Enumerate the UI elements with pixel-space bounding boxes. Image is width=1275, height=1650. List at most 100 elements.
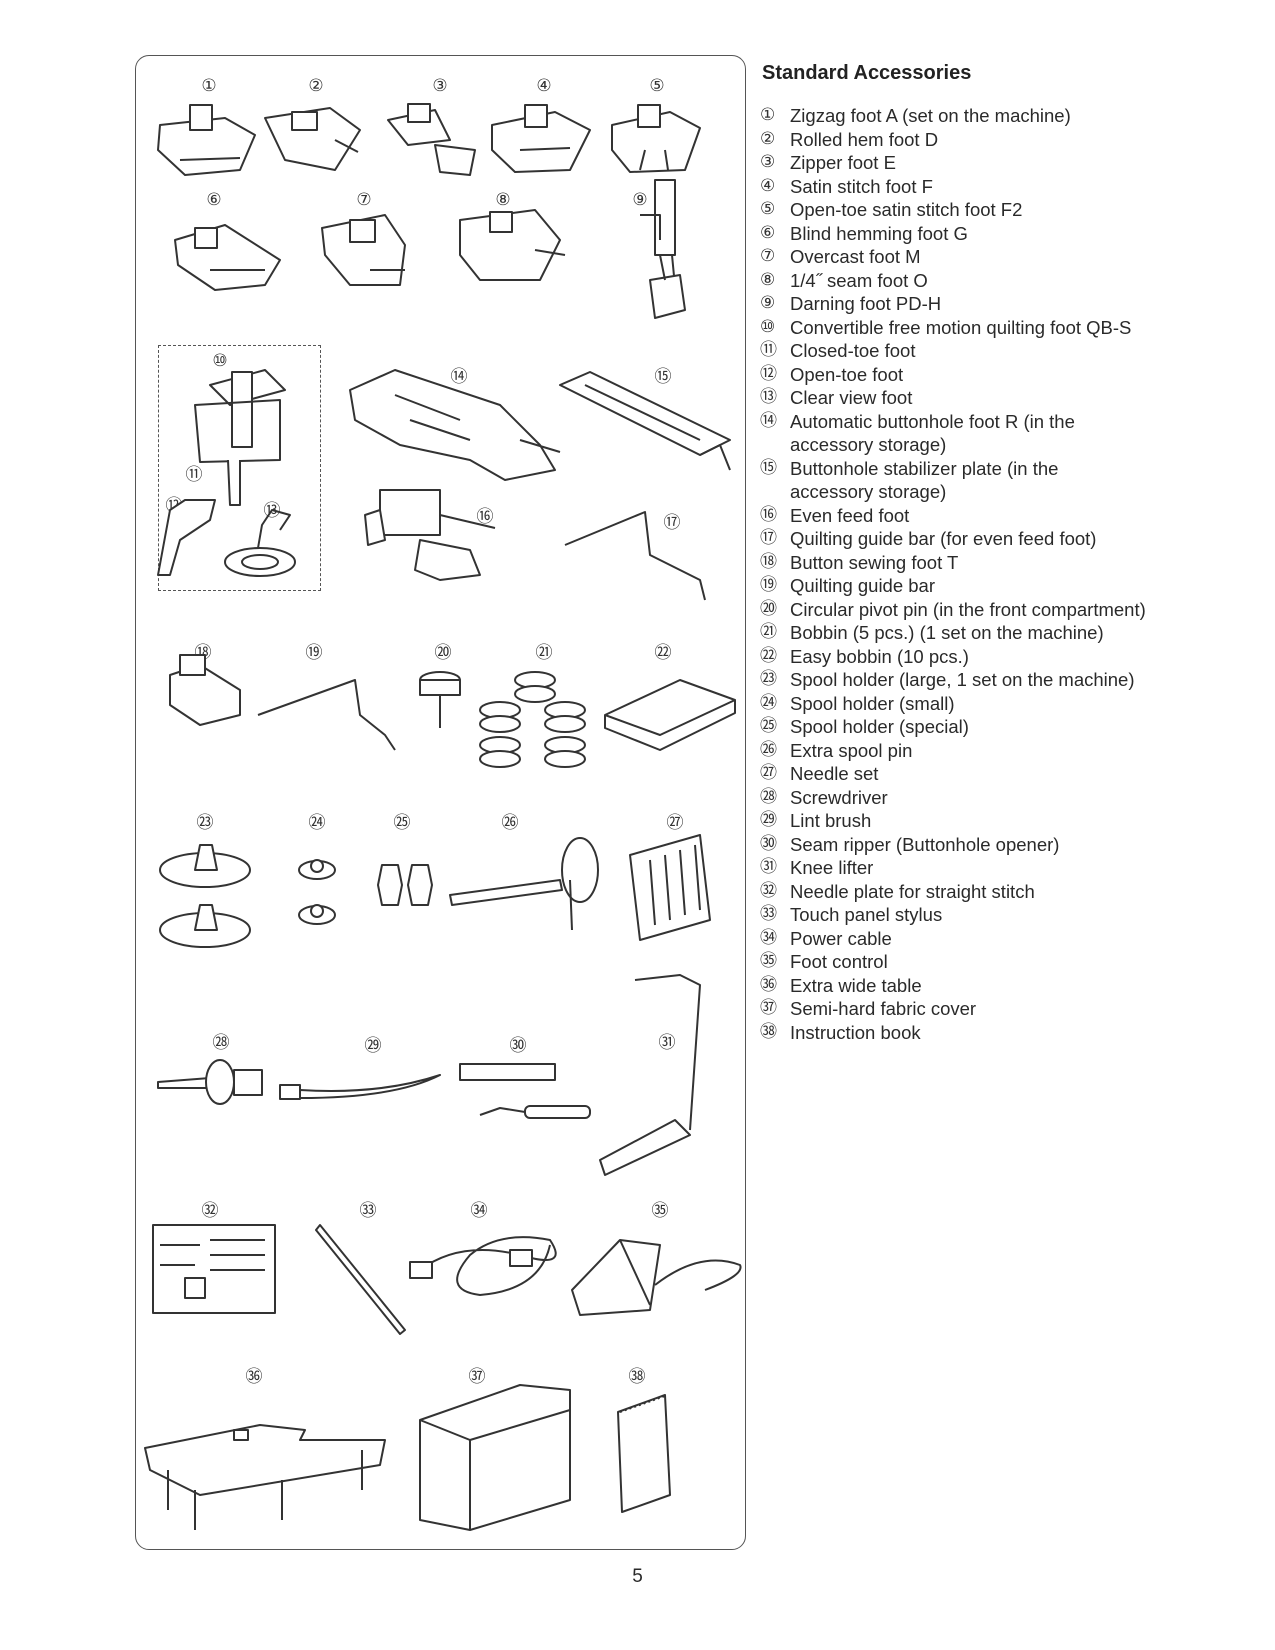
item-description: Easy bobbin (10 pcs.) (790, 645, 969, 667)
accessory-list-item: ㊱ Extra wide table (760, 974, 1146, 998)
item-description: Circular pivot pin (in the front compart… (790, 598, 1146, 620)
accessory-list-item: ㉞ Power cable (760, 927, 1146, 951)
circular-pivot-pin-illustration (419, 671, 461, 728)
item-number-marker: ㊱ (760, 974, 777, 995)
page-number: 5 (632, 1566, 643, 1587)
item-description: Needle set (790, 763, 879, 784)
item-number-marker: ⑭ (760, 410, 777, 431)
item-description: Even feed foot (790, 504, 910, 526)
item-number-marker: ㉟ (760, 951, 777, 971)
item-number-marker: ⑳ (760, 598, 777, 619)
item-number-marker: ㉔ (760, 692, 777, 713)
figure-label-25: ㉕ (393, 813, 411, 833)
item-description: Semi-hard fabric cover (790, 998, 977, 1019)
accessory-list-item: ㉒ Easy bobbin (10 pcs.) (760, 645, 1146, 669)
item-description: Button sewing foot T (790, 551, 959, 573)
item-description: Knee lifter (790, 857, 874, 878)
spool-holder-special-illustration (377, 864, 433, 906)
item-number-marker: ㉝ (760, 904, 777, 924)
item-description: Extra spool pin (790, 739, 913, 761)
item-description: accessory storage) (790, 434, 947, 455)
figure-label-17: ⑰ (663, 513, 681, 533)
figure-label-10: ⑩ (212, 351, 228, 371)
item-description: Clear view foot (790, 387, 913, 408)
buttonhole-stabilizer-plate-illustration (559, 371, 731, 471)
item-description: Open-toe foot (790, 363, 904, 385)
item-description: Overcast foot M (790, 246, 921, 267)
item-description: Spool holder (large, 1 set on the machin… (790, 669, 1135, 690)
quarter-inch-seam-foot-illustration (459, 209, 566, 281)
item-description: Screwdriver (790, 786, 888, 808)
item-number-marker: ㉞ (760, 927, 777, 948)
figure-label-15: ⑮ (654, 367, 672, 387)
figure-label-14: ⑭ (450, 367, 468, 387)
item-number-marker: ㉒ (760, 645, 777, 666)
figure-label-8: ⑧ (495, 190, 511, 210)
figure-label-33: ㉝ (359, 1201, 377, 1221)
figure-label-6: ⑥ (206, 190, 222, 210)
figure-label-2: ② (308, 76, 324, 96)
satin-stitch-foot-illustration (491, 104, 591, 173)
accessories-figure-panel (135, 55, 746, 1550)
item-description: 1/4˝ seam foot O (790, 269, 928, 291)
item-description: accessory storage) (790, 481, 947, 502)
item-description: Extra wide table (790, 974, 922, 996)
accessory-list-item: ㉖ Extra spool pin (760, 739, 1146, 763)
item-number-marker: ① (760, 105, 776, 125)
item-description: Satin stitch foot F (790, 175, 933, 197)
figure-label-29: ㉙ (364, 1036, 382, 1056)
item-description: Zipper foot E (790, 152, 896, 173)
accessory-list-item: accessory storage) (760, 480, 1146, 504)
instruction-book-illustration (617, 1394, 671, 1513)
accessory-list-item: ⑧ 1/4˝ seam foot O (760, 269, 1146, 293)
even-feed-foot-illustration (364, 489, 496, 581)
item-description: Seam ripper (Buttonhole opener) (790, 833, 1060, 855)
button-sewing-foot-illustration (169, 654, 241, 726)
item-number-marker: ⑧ (760, 269, 776, 290)
item-number-marker: ㉘ (760, 786, 777, 807)
figure-label-19: ⑲ (305, 643, 323, 663)
figure-label-1: ① (201, 76, 217, 96)
figure-label-37: ㊲ (468, 1367, 486, 1387)
item-description: Closed-toe foot (790, 340, 916, 361)
zipper-foot-illustration (387, 103, 476, 176)
item-number-marker: ㉙ (760, 810, 777, 830)
overcast-foot-illustration (321, 214, 406, 286)
item-number-marker: ⑦ (760, 246, 776, 266)
item-number-marker: ⑮ (760, 457, 777, 478)
figure-label-24: ㉔ (308, 813, 326, 833)
extra-spool-pin-illustration (449, 837, 599, 931)
spool-holder-large-illustration (159, 844, 251, 948)
figure-label-23: ㉓ (196, 813, 214, 833)
item-description: Darning foot PD-H (790, 293, 942, 314)
figure-label-35: ㉟ (651, 1201, 669, 1221)
item-description: Instruction book (790, 1021, 921, 1043)
item-description: Bobbin (5 pcs.) (1 set on the machine) (790, 622, 1104, 643)
accessory-list-item: accessory storage) (760, 433, 1146, 457)
item-number-marker: ㉖ (760, 739, 777, 760)
item-description: Foot control (790, 951, 888, 972)
item-description: Power cable (790, 927, 892, 949)
figure-label-38: ㊳ (628, 1367, 646, 1387)
figure-label-22: ㉒ (654, 643, 672, 663)
